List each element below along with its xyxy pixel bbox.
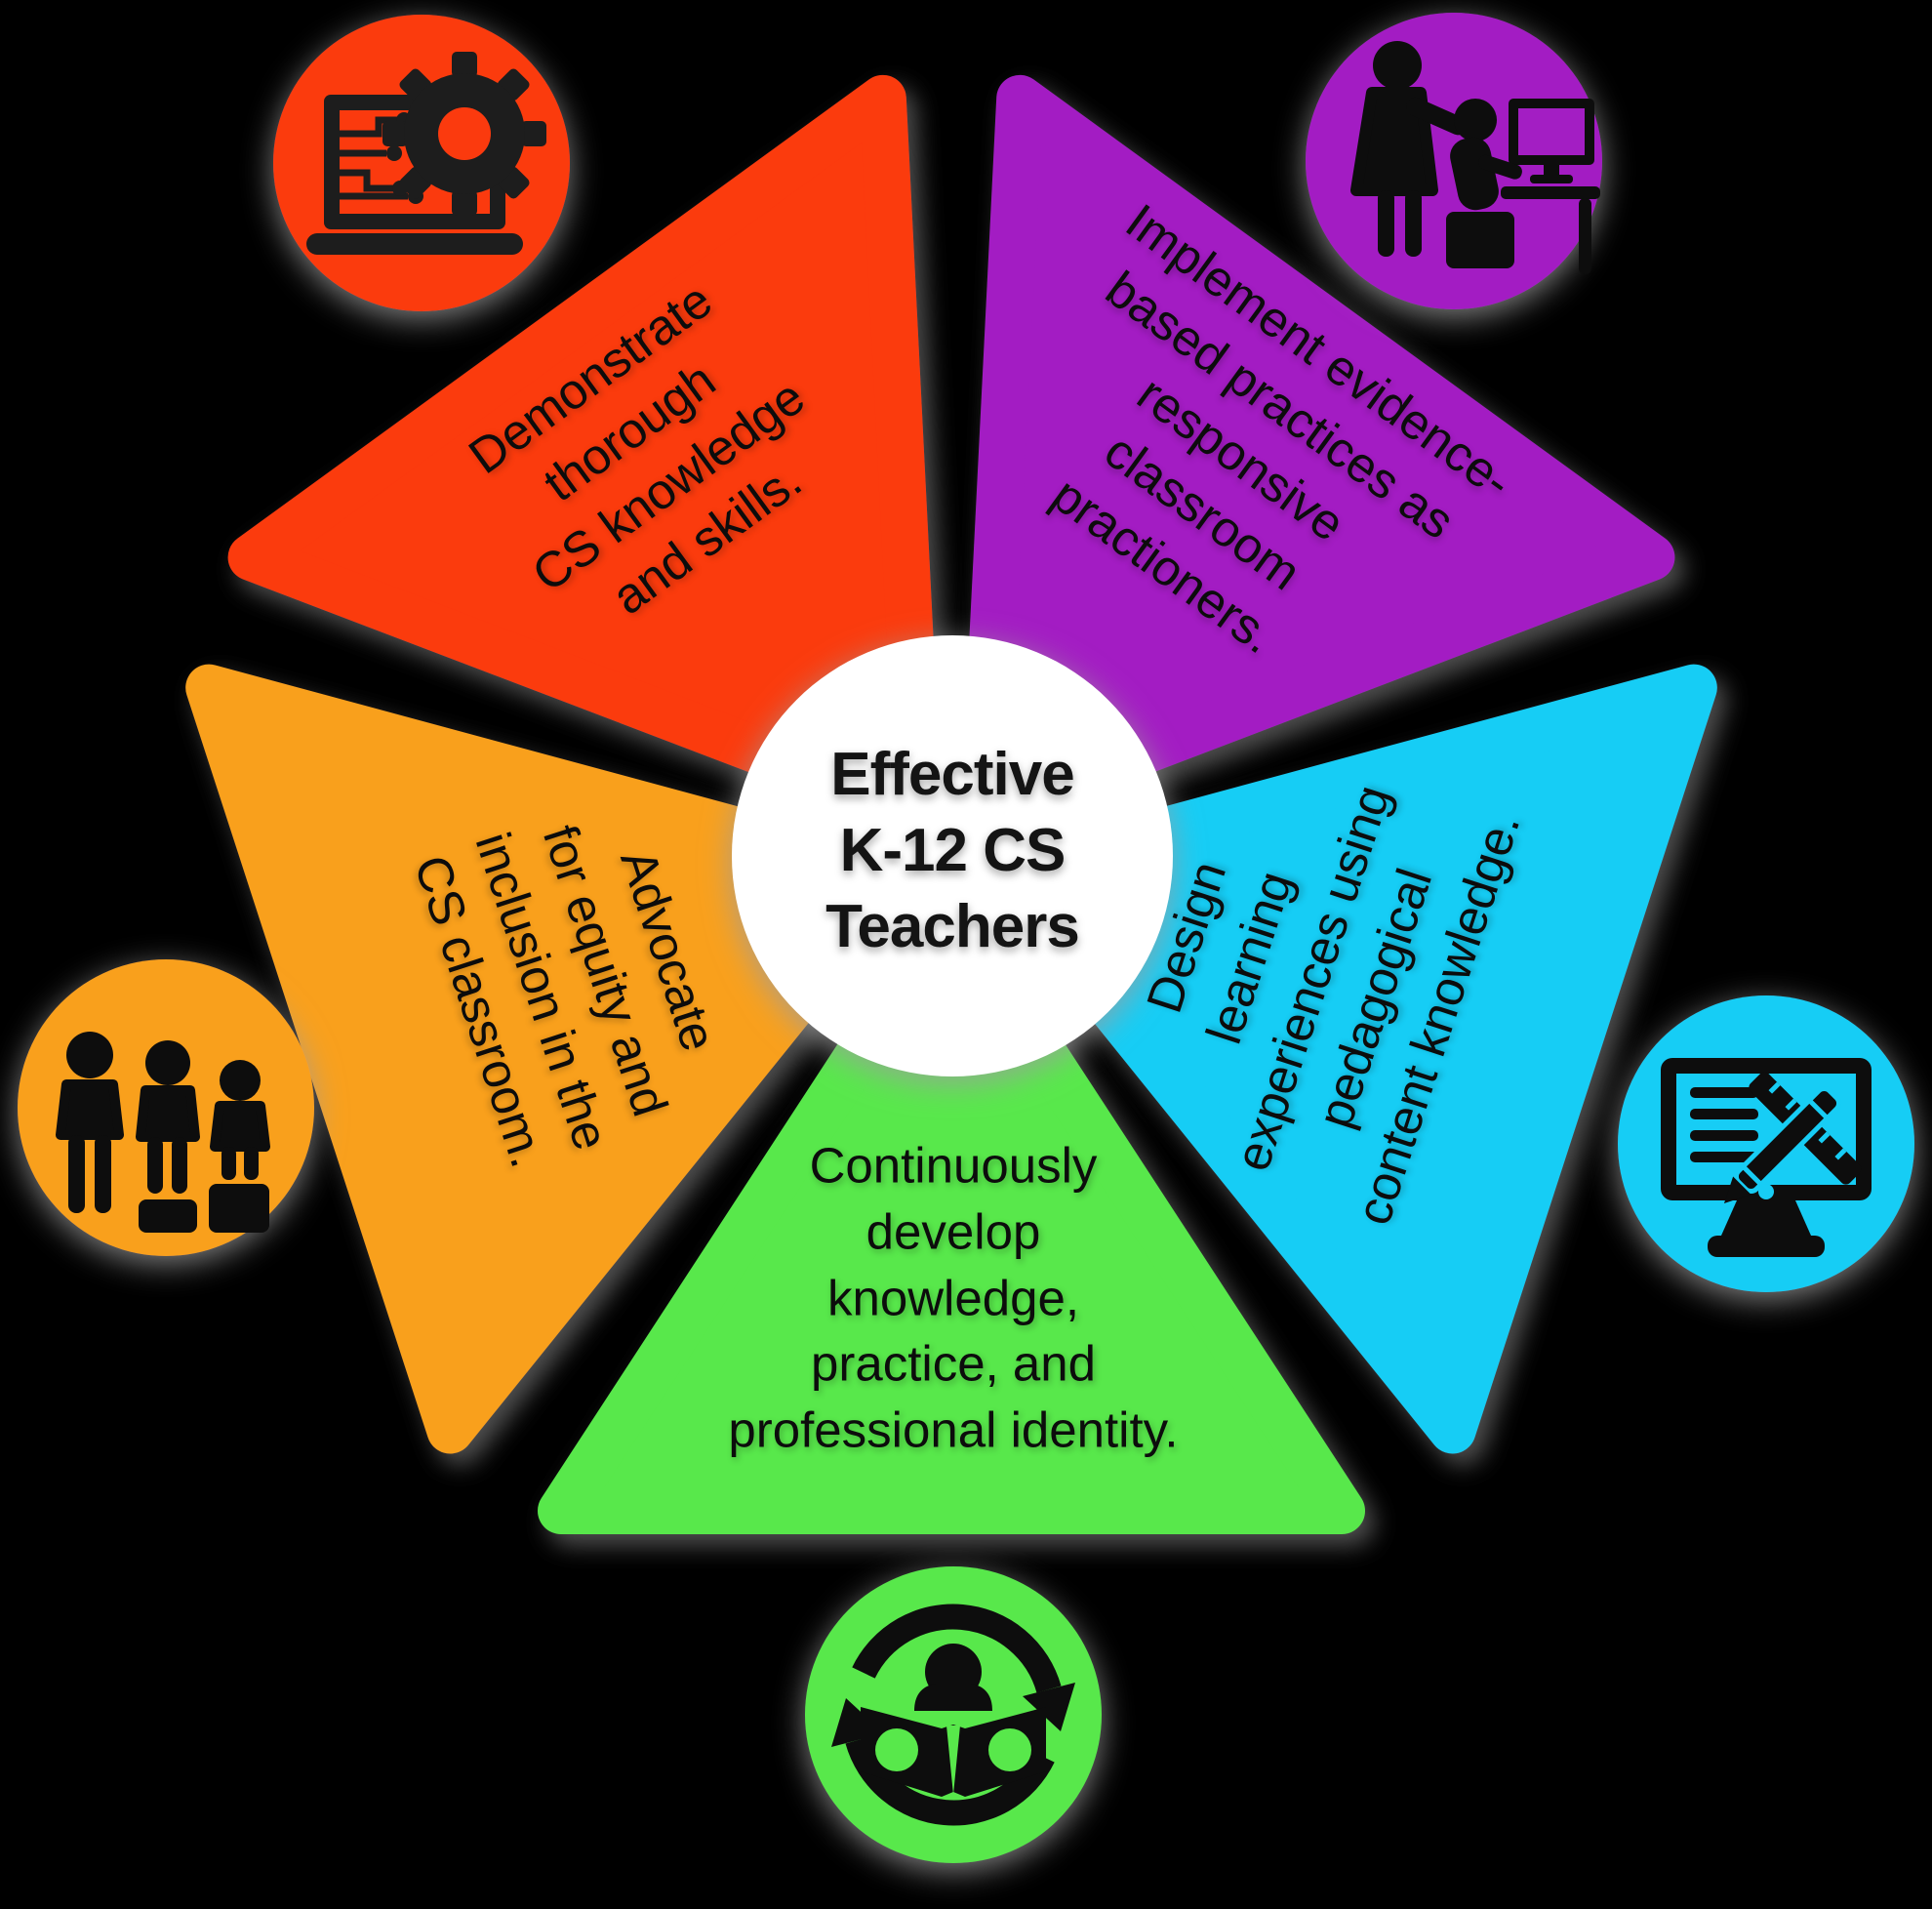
laptop-circuit-gear-icon — [306, 52, 546, 255]
icon-badge-design — [1618, 995, 1914, 1292]
wedge-shape-implement — [960, 74, 1675, 835]
wedge-advocate — [185, 664, 922, 1454]
teacher-student-computer-icon — [1350, 41, 1600, 274]
icon-badge-develop — [805, 1566, 1102, 1863]
pencil-icon — [1723, 1085, 1842, 1204]
wedge-develop — [538, 889, 1365, 1534]
circuit-traces — [340, 116, 408, 200]
center-circle — [732, 635, 1173, 1076]
wedge-shape-develop — [538, 889, 1365, 1534]
wedge-design — [981, 664, 1717, 1454]
wedge-implement — [960, 74, 1675, 835]
wedge-shape-advocate — [185, 664, 922, 1454]
icon-badge-demonstrate — [273, 15, 570, 311]
reader-refresh-icon — [831, 1604, 1075, 1826]
icon-badge-advocate — [18, 959, 314, 1256]
monitor-pencil-ruler-icon — [1661, 1058, 1872, 1257]
gear-icon — [382, 52, 546, 216]
wedge-demonstrate — [227, 74, 943, 835]
equity-people-icon — [56, 1032, 270, 1233]
wedge-shape-design — [981, 664, 1717, 1454]
icon-badge-implement — [1306, 13, 1602, 309]
wedge-shape-demonstrate — [227, 74, 943, 835]
